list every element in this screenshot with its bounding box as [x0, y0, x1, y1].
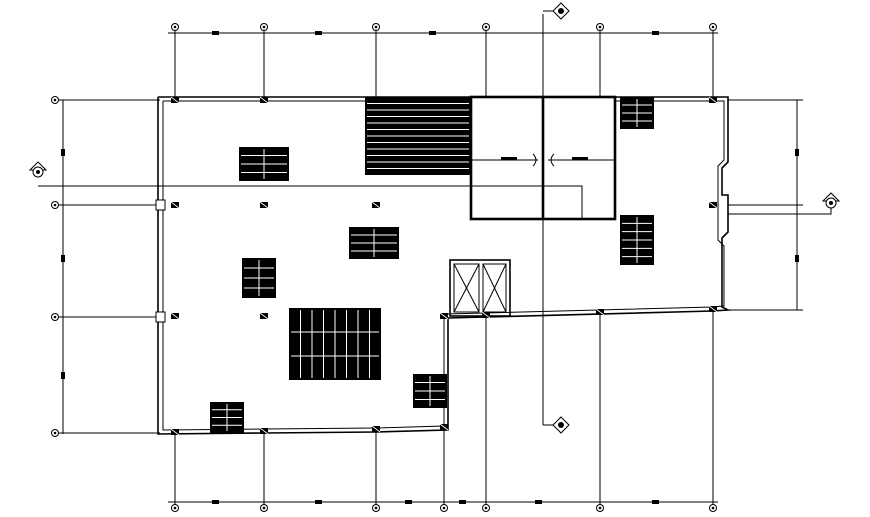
- column-hatch: [595, 308, 605, 316]
- dimension-tick: [535, 500, 542, 504]
- grid-bubble-dot: [484, 506, 488, 510]
- desk-group-a: [239, 147, 289, 181]
- column-hatch: [259, 312, 269, 320]
- column-hatch: [439, 423, 449, 431]
- dimension-tick: [315, 31, 322, 35]
- column-hatch: [259, 427, 269, 435]
- dimension-tick: [795, 255, 799, 262]
- column-hatch: [259, 201, 269, 209]
- column-hatch: [371, 201, 381, 209]
- dimension-tick: [61, 149, 65, 156]
- column-hatch: [708, 201, 718, 209]
- dimension-tick: [459, 500, 466, 504]
- column-hatch: [708, 305, 718, 313]
- desk-group-f: [620, 97, 654, 129]
- grid-bubble-dot: [598, 506, 602, 510]
- grid-bubble-dot: [711, 506, 715, 510]
- grid-bubble-dot: [53, 431, 57, 435]
- grid-bubble-dot: [598, 25, 602, 29]
- grid-bubble-dot: [374, 25, 378, 29]
- dimension-lines: [55, 27, 803, 508]
- column-hatch: [708, 96, 718, 104]
- dimension-tick: [429, 31, 436, 35]
- conference-table: [289, 308, 381, 380]
- desk-group-g: [620, 215, 654, 265]
- grid-bubble-dot: [442, 506, 446, 510]
- dimension-tick: [61, 372, 65, 379]
- column-hatch: [481, 311, 491, 319]
- section-marker-top: [543, 2, 570, 20]
- structural-columns: [170, 96, 718, 436]
- grid-bubble-dot: [262, 25, 266, 29]
- grid-bubble-dot: [484, 25, 488, 29]
- grid-bubble-dot: [53, 203, 57, 207]
- column-hatch: [259, 96, 269, 104]
- dimension-tick: [315, 500, 322, 504]
- section-cut-lines: [38, 14, 832, 425]
- grid-bubble-dot: [53, 315, 57, 319]
- dimension-tick: [405, 500, 412, 504]
- column-hatch: [170, 201, 180, 209]
- dimension-tick: [212, 500, 219, 504]
- column-hatch: [170, 96, 180, 104]
- grid-bubble-dot: [53, 98, 57, 102]
- section-marker-right: [821, 192, 841, 209]
- grid-bubble-dot: [173, 506, 177, 510]
- dimension-tick: [795, 149, 799, 156]
- grid-bubble-dot: [262, 506, 266, 510]
- grid-bubble-dot: [711, 25, 715, 29]
- dimension-tick: [212, 31, 219, 35]
- desk-group-d: [413, 374, 447, 408]
- section-marker-left: [28, 161, 48, 178]
- grid-bubbles: [51, 23, 717, 512]
- section-marker-bottom: [543, 416, 570, 434]
- dimension-tick: [652, 31, 659, 35]
- grid-bubble-dot: [173, 25, 177, 29]
- grid-bubble-dot: [374, 506, 378, 510]
- workstation-cluster-top: [365, 97, 471, 175]
- dimension-tick: [61, 255, 65, 262]
- desk-group-c: [242, 258, 276, 298]
- desk-group-e: [210, 402, 244, 433]
- desk-group-b: [349, 227, 399, 259]
- dimension-tick: [652, 500, 659, 504]
- furniture-blocks: [210, 97, 654, 433]
- column-hatch: [170, 428, 180, 436]
- column-hatch: [371, 425, 381, 433]
- column-hatch: [170, 312, 180, 320]
- lift-core: [469, 95, 617, 221]
- column-hatch: [439, 312, 449, 320]
